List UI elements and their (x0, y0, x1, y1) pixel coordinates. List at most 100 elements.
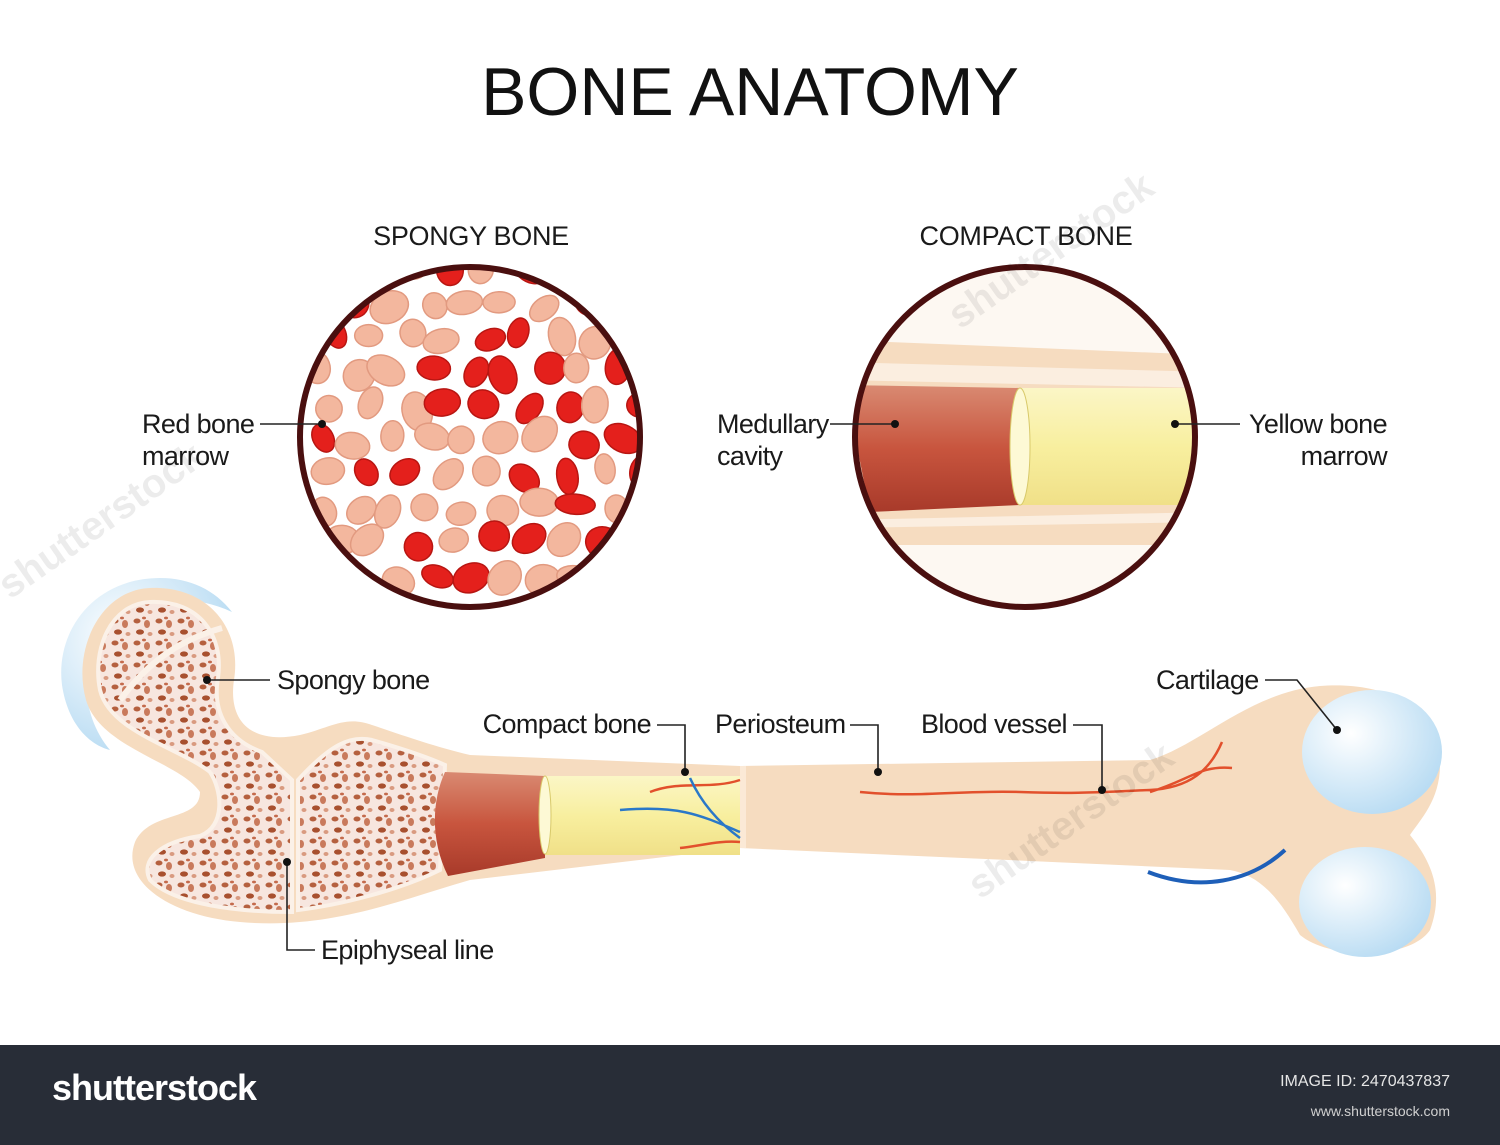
label-yellow-bone-marrow-1: Yellow bone (1249, 409, 1387, 439)
trabecula-space (445, 501, 477, 527)
trabecula-space (623, 327, 638, 360)
shutterstock-logo[interactable]: shutterstock (52, 1067, 257, 1108)
trabecula-space (302, 559, 329, 584)
red-marrow-cell (554, 493, 596, 516)
red-marrow-cell (321, 269, 349, 287)
spongy-region-trochanter (296, 736, 448, 913)
trabecula-space (650, 353, 682, 381)
trabecula-space (633, 281, 638, 315)
trabecula-space (399, 318, 427, 348)
medullary-cavity-cut (434, 772, 545, 876)
trabecula-space (471, 455, 501, 487)
yellow-marrow-shape (1020, 388, 1193, 505)
trabecula-space (482, 420, 519, 455)
red-marrow-cell (463, 356, 490, 388)
red-marrow-cell (467, 389, 500, 420)
condyle-cartilage-upper (1302, 690, 1442, 814)
trabecula-space (410, 493, 439, 522)
blood-vessel-vein-shaft (1147, 848, 1287, 885)
label-red-bone-marrow-2: marrow (142, 441, 230, 471)
site-url[interactable]: www.shutterstock.com (1310, 1103, 1450, 1119)
red-marrow-cell (549, 269, 579, 287)
footer-bar: shutterstock IMAGE ID: 2470437837 www.sh… (0, 1045, 1500, 1145)
label-blood-vessel: Blood vessel (921, 709, 1067, 739)
medullary-cavity-shape (857, 385, 1020, 512)
trabecula-space (366, 354, 406, 387)
red-marrow-cell (423, 388, 462, 417)
red-marrow-cell (389, 457, 421, 486)
yellow-marrow-cut (545, 776, 740, 855)
trabecula-space (563, 352, 590, 384)
page-title: BONE ANATOMY (481, 54, 1019, 130)
red-marrow-cell (511, 522, 547, 555)
red-marrow-cell (403, 531, 434, 562)
label-compact-bone: Compact bone (483, 709, 651, 739)
trabecula-space (657, 321, 705, 365)
label-epiphyseal-line: Epiphyseal line (321, 935, 494, 965)
spongy-bone-heading: SPONGY BONE (373, 221, 569, 251)
trabecula-space (547, 316, 577, 357)
trabecula-space (482, 291, 516, 314)
trabecula-space (351, 269, 382, 289)
label-medullary-cavity-2: cavity (717, 441, 784, 471)
label-yellow-bone-marrow-2: marrow (1301, 441, 1389, 471)
trabecula-space (421, 291, 448, 320)
trabecula-space (353, 323, 384, 348)
red-marrow-cell (645, 424, 679, 460)
femur-illustration (61, 578, 1442, 957)
red-marrow-cell (576, 269, 612, 292)
compact-bone-magnified (852, 264, 1198, 610)
spongy-bone-magnified (297, 245, 705, 610)
red-marrow-cell (311, 423, 336, 453)
trabecula-space (315, 394, 343, 423)
condyle-cartilage-lower (1299, 847, 1431, 957)
red-marrow-cell (487, 355, 518, 395)
red-marrow-cell (353, 458, 379, 487)
label-medullary-cavity-1: Medullary (717, 409, 830, 439)
trabecula-space (608, 558, 638, 589)
trabecula-space (519, 487, 559, 517)
trabecula-space (307, 287, 341, 317)
blood-vessel-vein (619, 777, 741, 840)
label-red-bone-marrow-1: Red bone (142, 409, 254, 439)
image-id: IMAGE ID: 2470437837 (1280, 1073, 1450, 1090)
blood-vessel-shaft (859, 741, 1233, 796)
red-marrow-cell (604, 296, 638, 321)
trabecula-space (528, 294, 560, 323)
red-marrow-cell (640, 548, 688, 594)
red-marrow-cell (568, 430, 600, 460)
spongy-region-head (96, 599, 294, 915)
trabecula-space (580, 385, 609, 424)
red-marrow-cell (603, 422, 638, 455)
red-marrow-cell (506, 317, 530, 349)
trabecula-space (422, 327, 460, 355)
trabecula-space (334, 431, 371, 460)
red-marrow-cell (657, 245, 696, 286)
trabecula-space (624, 527, 638, 556)
label-periosteum: Periosteum (715, 709, 846, 739)
trabecula-space (659, 394, 703, 429)
red-marrow-cell (452, 562, 490, 594)
compact-bone-heading: COMPACT BONE (920, 221, 1133, 251)
trabecula-space (310, 457, 346, 486)
red-marrow-cell (515, 392, 544, 425)
trabecula-space (346, 495, 377, 525)
leader-lines (203, 420, 1341, 951)
red-marrow-cell (416, 355, 452, 381)
trabecula-space (438, 527, 470, 553)
trabecula-space (521, 415, 559, 453)
trabecula-space (487, 559, 523, 596)
trabecula-space (380, 419, 405, 452)
trabecula-space (624, 269, 638, 284)
red-marrow-cell (636, 491, 638, 525)
trabecula-space (594, 453, 616, 485)
trabecula-space (447, 425, 475, 455)
trabecula-space (445, 290, 484, 316)
label-spongy-bone: Spongy bone (277, 665, 430, 695)
trabecula-space (546, 522, 582, 558)
trabecula-space (349, 523, 385, 557)
label-cartilage: Cartilage (1156, 665, 1259, 695)
trabecula-space (357, 386, 384, 420)
